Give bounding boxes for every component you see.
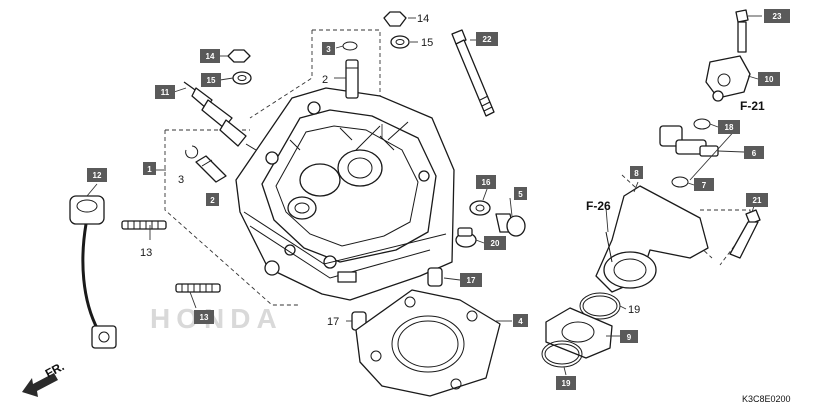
front-direction-arrow: FR. <box>22 359 66 397</box>
svg-text:1: 1 <box>147 165 152 174</box>
tensioner-10 <box>705 55 751 102</box>
clip-3-top <box>342 41 358 51</box>
callout-5[interactable]: 5 <box>514 187 527 200</box>
callout-23[interactable]: 23 <box>764 9 790 23</box>
ref-f26[interactable]: F-26 <box>586 199 611 213</box>
svg-text:11: 11 <box>161 88 170 97</box>
callout-6[interactable]: 6 <box>744 146 764 159</box>
callout-10[interactable]: 10 <box>758 72 780 86</box>
clip-3-left <box>185 145 199 159</box>
ref-f21[interactable]: F-21 <box>740 99 765 113</box>
o-ring-18 <box>693 118 711 130</box>
callout-12[interactable]: 12 <box>87 168 107 182</box>
callout-3-left[interactable]: 3 <box>178 174 184 186</box>
svg-text:2: 2 <box>210 196 215 205</box>
watermark-text: HONDA <box>150 303 283 334</box>
intake-pipe-8 <box>595 185 709 293</box>
callout-18[interactable]: 18 <box>718 120 740 134</box>
callout-14-left[interactable]: 14 <box>200 49 220 63</box>
callout-22[interactable]: 22 <box>476 32 498 46</box>
svg-text:19: 19 <box>562 379 571 388</box>
bolt-21 <box>729 209 761 259</box>
o-ring-7 <box>671 176 689 188</box>
svg-text:3: 3 <box>326 45 331 54</box>
callout-2-left[interactable]: 2 <box>206 193 219 206</box>
plug-cap-cable-12 <box>69 195 117 349</box>
svg-text:10: 10 <box>765 75 774 84</box>
spark-plug <box>183 81 257 151</box>
callout-16[interactable]: 16 <box>476 175 496 189</box>
callout-9[interactable]: 9 <box>620 330 638 343</box>
washer-16 <box>469 200 491 216</box>
long-bolt-22 <box>451 29 495 117</box>
washer-15-left <box>232 71 252 85</box>
valve-guide-2-left <box>195 155 227 183</box>
svg-text:14: 14 <box>206 52 215 61</box>
dowel-pin-17-right <box>427 267 443 287</box>
callout-15-left[interactable]: 15 <box>201 73 221 87</box>
svg-text:8: 8 <box>634 169 639 178</box>
svg-text:7: 7 <box>702 181 707 190</box>
cylinder-head <box>235 87 455 301</box>
callout-21[interactable]: 21 <box>746 193 768 207</box>
svg-text:5: 5 <box>518 190 523 199</box>
svg-text:4: 4 <box>518 317 523 326</box>
callout-13-upper[interactable]: 13 <box>140 247 152 259</box>
callout-4[interactable]: 4 <box>513 314 528 327</box>
diagram-code: K3C8E0200 <box>742 394 791 404</box>
bolt-23 <box>735 9 749 53</box>
callout-13-lower[interactable]: 13 <box>194 310 214 324</box>
svg-text:16: 16 <box>482 178 491 187</box>
svg-text:21: 21 <box>753 196 762 205</box>
svg-text:6: 6 <box>752 149 757 158</box>
svg-text:15: 15 <box>207 76 216 85</box>
svg-text:17: 17 <box>467 276 476 285</box>
callout-19-lower[interactable]: 19 <box>556 376 576 390</box>
svg-text:18: 18 <box>725 123 734 132</box>
svg-text:20: 20 <box>491 239 500 248</box>
callout-8[interactable]: 8 <box>630 166 643 179</box>
stud-bolt-13-lower <box>175 283 221 293</box>
stud-bolt-13-upper <box>121 220 167 230</box>
callout-7[interactable]: 7 <box>694 178 714 191</box>
svg-text:13: 13 <box>200 313 209 322</box>
valve-guide-2-top <box>345 59 359 99</box>
cap-nut-14-top <box>383 11 407 27</box>
svg-text:22: 22 <box>483 35 492 44</box>
callout-15-top[interactable]: 15 <box>421 37 433 49</box>
callout-19-upper[interactable]: 19 <box>628 304 640 316</box>
callout-3-top[interactable]: 3 <box>322 42 335 55</box>
washer-15-top <box>390 35 410 49</box>
svg-text:9: 9 <box>627 333 632 342</box>
callout-17-right[interactable]: 17 <box>460 273 482 287</box>
callout-11[interactable]: 11 <box>155 85 175 99</box>
svg-text:23: 23 <box>773 12 782 21</box>
svg-text:12: 12 <box>93 171 102 180</box>
injector-6 <box>659 125 719 157</box>
callout-14-top[interactable]: 14 <box>417 13 429 25</box>
callout-17-left[interactable]: 17 <box>327 316 339 328</box>
bolt-5 <box>495 213 526 237</box>
callout-2-top[interactable]: 2 <box>322 74 328 86</box>
callout-20[interactable]: 20 <box>484 236 506 250</box>
bolt-20 <box>455 227 477 248</box>
cap-nut-14-left <box>227 49 251 63</box>
insulator-9 <box>545 307 613 359</box>
callout-1[interactable]: 1 <box>143 162 156 175</box>
head-gasket-4 <box>355 289 501 397</box>
o-ring-19-lower <box>541 340 583 368</box>
